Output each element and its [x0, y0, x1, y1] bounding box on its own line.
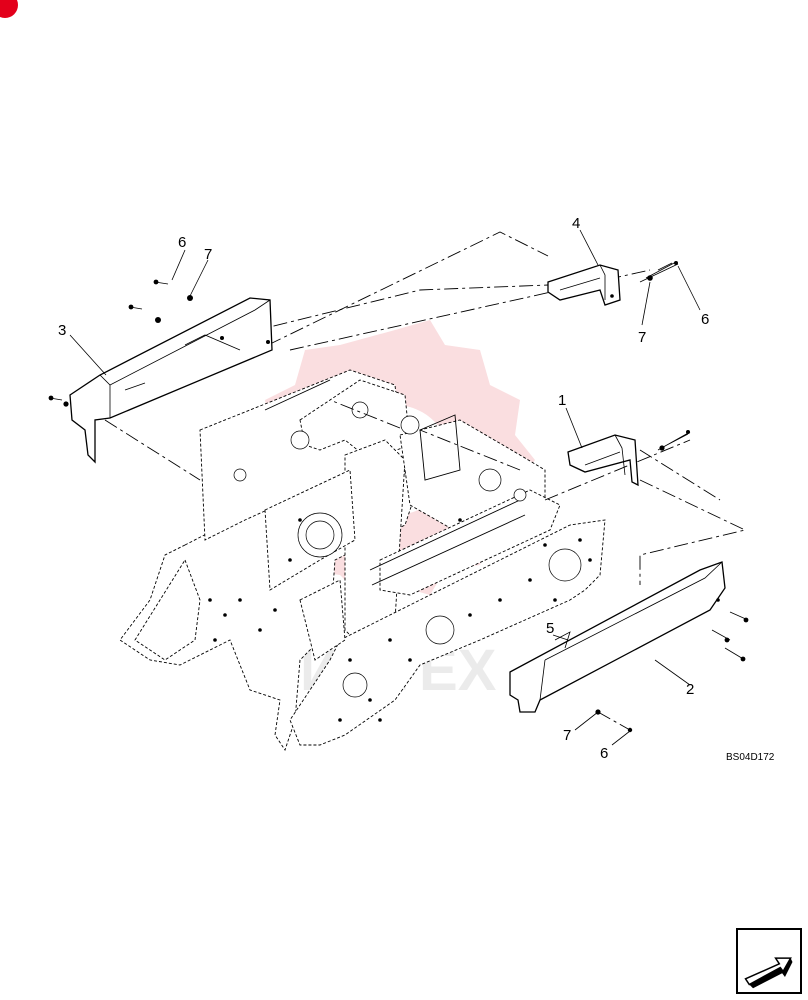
callout-7-upper-left: 7	[204, 246, 212, 263]
callout-7-upper-right: 7	[638, 329, 646, 346]
corner-badge	[0, 0, 18, 18]
fasteners	[48, 261, 749, 733]
callout-1: 1	[558, 392, 566, 409]
next-page-arrow-button[interactable]	[736, 928, 802, 994]
part-2-right-shield	[509, 561, 726, 713]
callout-6-upper-left: 6	[178, 234, 186, 251]
figure-code: BS04D172	[726, 752, 775, 763]
callout-leaders	[69, 229, 701, 746]
callout-6-upper-right: 6	[701, 311, 709, 328]
part-3-left-shield	[69, 297, 273, 464]
part-1-bracket	[567, 434, 639, 487]
loader-frame	[119, 369, 606, 752]
part-4-bracket	[547, 264, 621, 306]
callout-4: 4	[572, 215, 580, 232]
callout-2: 2	[686, 681, 694, 698]
callout-5: 5	[546, 620, 554, 637]
callout-7-lower: 7	[563, 727, 571, 744]
callout-3: 3	[58, 322, 66, 339]
frame-bolt-pattern	[208, 518, 592, 722]
arrow-icon	[744, 957, 793, 989]
callout-6-lower: 6	[600, 745, 608, 762]
